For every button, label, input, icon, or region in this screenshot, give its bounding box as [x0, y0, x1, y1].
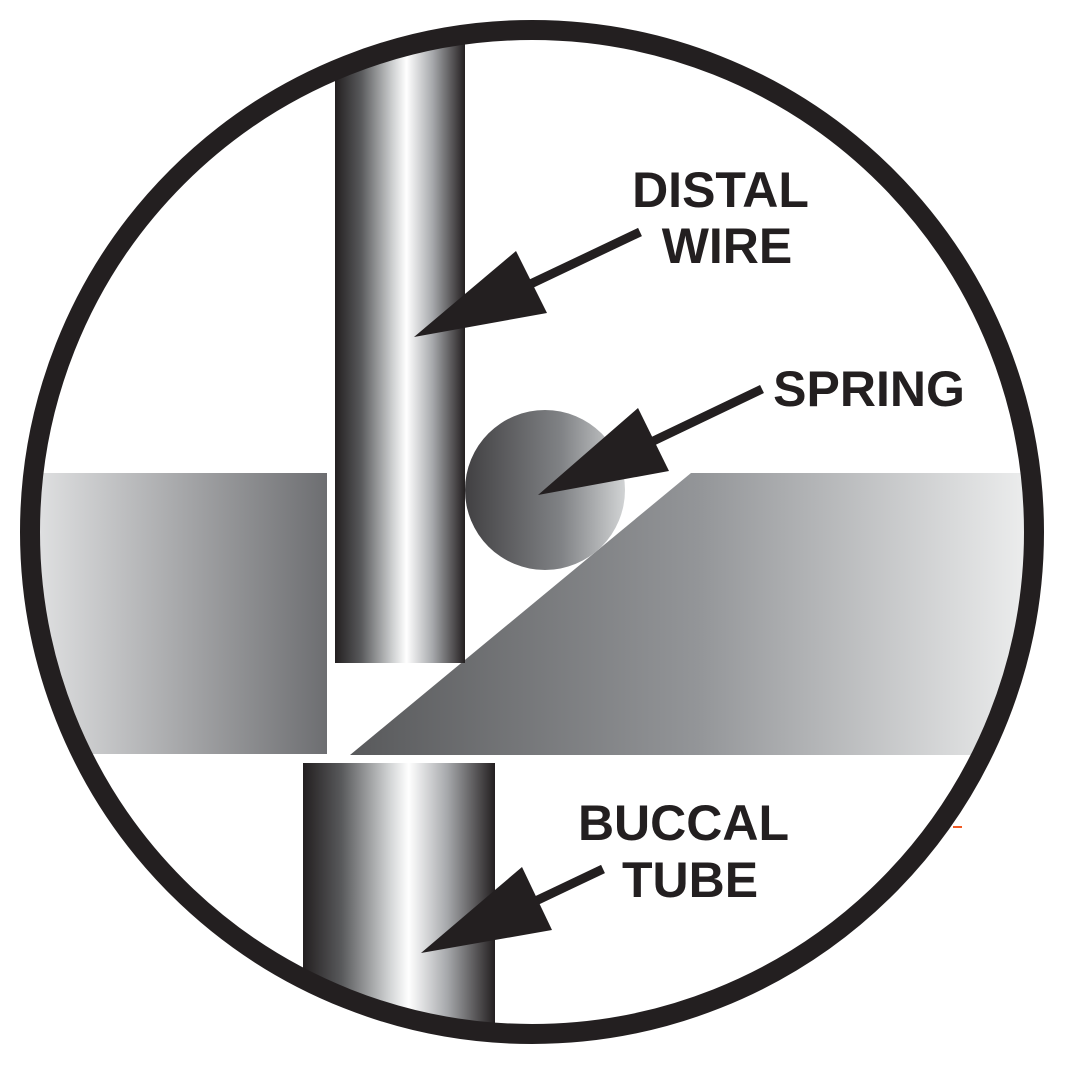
distal-wire-arrow	[414, 227, 642, 337]
spring-label: SPRING	[773, 361, 965, 417]
distal-wire-label: DISTAL WIRE	[632, 162, 822, 274]
lens-outline	[20, 20, 1044, 1044]
buccal-tube-label-line2: TUBE	[622, 852, 758, 908]
spring-label-line1: SPRING	[773, 361, 965, 417]
distal-wire-cylinder	[335, 32, 465, 663]
buccal-tube-label: BUCCAL TUBE	[578, 795, 802, 908]
lens-content	[32, 32, 1032, 1032]
right-bracket-plate	[350, 473, 1032, 755]
buccal-tube-arrow	[421, 864, 605, 953]
distal-wire-label-line2: WIRE	[662, 218, 793, 274]
left-bracket-plate	[32, 473, 327, 754]
spring-arrow	[538, 384, 764, 495]
distal-wire-label-line1: DISTAL	[632, 162, 808, 218]
buccal-tube-label-line1: BUCCAL	[578, 795, 788, 851]
